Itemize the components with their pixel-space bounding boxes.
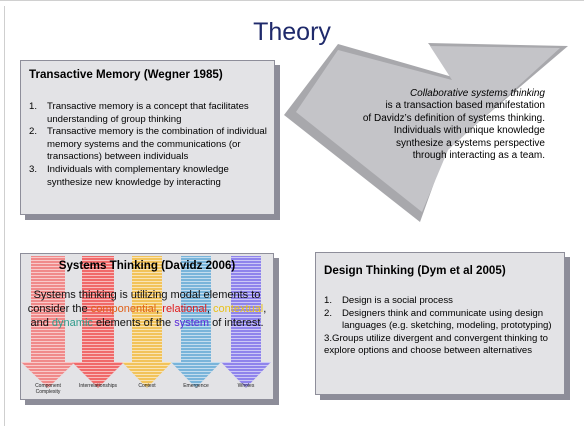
arrow-dynamic <box>171 256 221 388</box>
item-text: Transactive memory is the combination of… <box>47 126 267 163</box>
word-componential: componential <box>90 303 157 315</box>
design-thinking-list: 1. Design is a social process 2. Designers… <box>324 295 559 358</box>
arrow-label: Interrelationships <box>78 383 118 389</box>
cst-line: Collaborative systems thinking <box>409 88 545 99</box>
arrow-contextual <box>122 256 172 388</box>
list-item: 2. Transactive memory is the combination … <box>29 126 269 164</box>
item-text: Groups utilize divergent and convergent … <box>324 332 549 357</box>
item-text: Design is a social process <box>342 295 453 306</box>
arrow-relational <box>72 256 124 388</box>
definition-text: Systems thinking is utilizing modal elem… <box>27 289 261 315</box>
transactive-memory-list: 1. Transactive memory is a concept that f… <box>29 101 269 189</box>
definition-text: of interest. <box>212 317 264 329</box>
list-item: 3. Individuals with complementary knowled… <box>29 164 269 189</box>
systems-thinking-definition: Systems thinking is utilizing modal elem… <box>27 289 267 329</box>
word-system: system <box>174 317 210 329</box>
design-thinking-box: Design Thinking (Dym et al 2005) 1. Desig… <box>315 252 565 395</box>
slide-top-border <box>0 0 584 1</box>
item-number: 3. <box>29 163 38 175</box>
item-text: Transactive memory is a concept that fac… <box>47 101 249 125</box>
cst-line: of Davidz’s definition of systems thinki… <box>362 112 545 124</box>
word-contextual: contextual <box>213 303 264 315</box>
definition-text: elements of the <box>95 317 172 329</box>
slide-title: Theory <box>253 18 331 46</box>
word-relational: relational <box>162 303 207 315</box>
item-number: 3. <box>324 332 333 344</box>
definition-text: and <box>30 317 49 329</box>
cst-line: through interacting as a team. <box>412 150 545 162</box>
systems-thinking-box: Component Complexity Interrelationships … <box>20 253 274 400</box>
item-text: Individuals with complementary knowledge… <box>47 163 229 188</box>
item-number: 1. <box>29 101 38 112</box>
arrow-componential <box>21 256 75 388</box>
arrow-label: Component Complexity <box>35 383 61 395</box>
list-item: 2. Designers think and communicate using … <box>324 308 559 333</box>
item-number: 2. <box>324 307 333 319</box>
item-text: Designers think and communicate using de… <box>342 307 552 332</box>
transactive-memory-box: Transactive Memory (Wegner 1985) 1. Trans… <box>20 60 275 215</box>
list-item: 1. Design is a social process <box>324 295 559 308</box>
cst-line: is a transaction based manifestation <box>385 100 545 112</box>
design-thinking-heading: Design Thinking (Dym et al 2005) <box>324 264 506 277</box>
list-item: 3.Groups utilize divergent and convergen… <box>324 333 559 358</box>
word-dynamic: dynamic <box>51 317 93 329</box>
collaborative-systems-thinking-text: Collaborative systems thinking is a tran… <box>292 88 545 162</box>
cst-line: Individuals with unique knowledge <box>393 125 545 137</box>
item-number: 2. <box>29 126 38 138</box>
arrow-label: Wholes <box>237 383 255 389</box>
slide-left-border <box>4 6 5 426</box>
modal-elements-arrows <box>21 256 271 388</box>
systems-thinking-heading: Systems Thinking (Davidz 2006) <box>58 259 236 272</box>
cst-line: synthesize a systems perspective <box>396 137 545 149</box>
arrow-system <box>221 256 271 388</box>
transactive-memory-heading: Transactive Memory (Wegner 1985) <box>29 68 223 81</box>
list-item: 1. Transactive memory is a concept that f… <box>29 101 269 126</box>
arrow-label: Emergence <box>183 383 209 389</box>
item-number: 1. <box>324 295 333 306</box>
arrow-label: Context <box>138 383 156 389</box>
